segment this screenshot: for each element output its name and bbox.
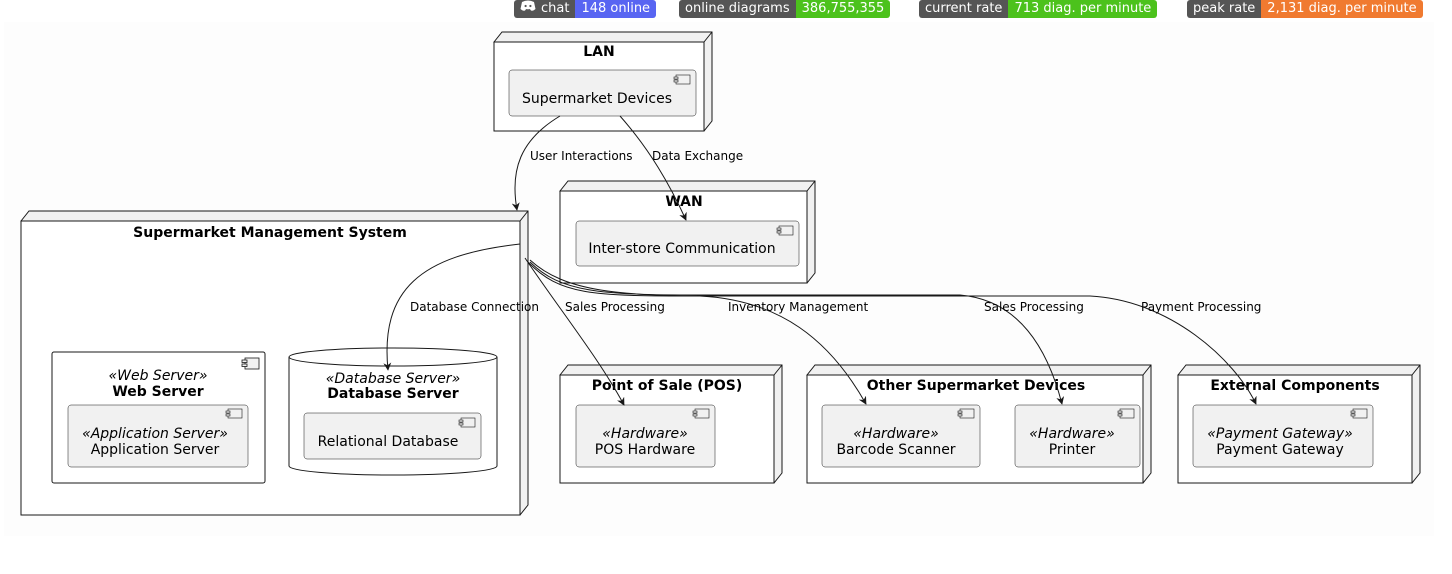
printer-stereotype: «Hardware» [1029, 426, 1114, 442]
printer-component: «Hardware» Printer [1014, 404, 1141, 468]
online-diagrams-label: online diagrams [685, 1, 790, 16]
supermarket-devices-label: Supermarket Devices [522, 91, 672, 107]
edge-label-data-exchange: Data Exchange [652, 149, 743, 163]
chat-badge-value: 148 online [575, 0, 657, 18]
pos-hardware-label: POS Hardware [595, 442, 695, 458]
payment-gateway-component: «Payment Gateway» Payment Gateway [1192, 404, 1374, 468]
lan-node: LAN Supermarket Devices [493, 31, 713, 132]
current-rate-badge[interactable]: current rate 713 diag. per minute [919, 0, 1158, 18]
sms-title: Supermarket Management System [133, 225, 407, 241]
database-server-stereotype: «Database Server» [326, 371, 460, 387]
edge-label-inventory-management: Inventory Management [728, 300, 868, 314]
external-components-node: External Components «Payment Gateway» Pa… [1177, 364, 1421, 484]
component-icon [692, 408, 710, 419]
discord-icon [520, 0, 536, 18]
web-server-title: Web Server [112, 384, 203, 400]
inter-store-communication-component: Inter-store Communication [575, 220, 800, 267]
peak-rate-label: peak rate [1193, 1, 1256, 16]
edge-label-sales-processing-pos: Sales Processing [565, 300, 665, 314]
payment-gateway-label: Payment Gateway [1216, 442, 1344, 458]
chat-badge-label: chat [541, 1, 570, 16]
component-icon [241, 357, 260, 370]
peak-rate-value: 2,131 diag. per minute [1261, 0, 1423, 18]
stats-badges: chat 148 online online diagrams 386,755,… [0, 0, 1452, 18]
application-server-stereotype: «Application Server» [82, 426, 228, 442]
component-icon [957, 408, 975, 419]
component-icon [776, 225, 794, 236]
edge-sales-processing-printer [529, 261, 1065, 405]
edge-sales-processing-pos [524, 257, 625, 406]
peak-rate-badge[interactable]: peak rate 2,131 diag. per minute [1187, 0, 1423, 18]
inter-store-communication-label: Inter-store Communication [588, 241, 775, 257]
online-diagrams-badge[interactable]: online diagrams 386,755,355 [679, 0, 891, 18]
pos-title: Point of Sale (POS) [592, 378, 743, 394]
pos-hardware-component: «Hardware» POS Hardware [575, 404, 716, 468]
edge-data-exchange [619, 115, 687, 221]
other-devices-node: Other Supermarket Devices «Hardware» Bar… [806, 364, 1152, 484]
edge-user-interactions [511, 115, 561, 211]
barcode-scanner-stereotype: «Hardware» [853, 426, 938, 442]
component-icon [1117, 408, 1135, 419]
edge-label-payment-processing: Payment Processing [1141, 300, 1261, 314]
edge-label-database-connection: Database Connection [410, 300, 539, 314]
component-icon [458, 417, 476, 428]
other-devices-title: Other Supermarket Devices [867, 378, 1085, 394]
component-icon [225, 408, 243, 419]
database-server-component: «Database Server» Database Server Relati… [288, 347, 498, 476]
current-rate-value: 713 diag. per minute [1008, 0, 1158, 18]
web-server-component: «Web Server» Web Server «Application Ser… [51, 351, 266, 484]
pos-node: Point of Sale (POS) «Hardware» POS Hardw… [559, 364, 783, 484]
database-server-title: Database Server [327, 386, 458, 402]
edge-label-sales-processing-printer: Sales Processing [984, 300, 1084, 314]
barcode-scanner-label: Barcode Scanner [836, 442, 955, 458]
component-icon [1350, 408, 1368, 419]
edge-database-connection [383, 243, 521, 371]
online-diagrams-value: 386,755,355 [795, 0, 891, 18]
lan-title: LAN [583, 44, 614, 60]
application-server-component: «Application Server» Application Server [67, 404, 249, 468]
printer-label: Printer [1049, 442, 1096, 458]
supermarket-devices-component: Supermarket Devices [508, 69, 697, 117]
web-server-stereotype: «Web Server» [109, 368, 208, 384]
chat-badge[interactable]: chat 148 online [514, 0, 657, 18]
barcode-scanner-component: «Hardware» Barcode Scanner [821, 404, 981, 468]
pos-hardware-stereotype: «Hardware» [602, 426, 687, 442]
current-rate-label: current rate [925, 1, 1003, 16]
component-icon [673, 74, 691, 85]
application-server-label: Application Server [91, 442, 220, 458]
wan-title: WAN [665, 194, 702, 210]
relational-database-label: Relational Database [318, 434, 459, 450]
external-components-title: External Components [1210, 378, 1379, 394]
supermarket-management-system-node: Supermarket Management System «Web Serve… [20, 210, 529, 516]
payment-gateway-stereotype: «Payment Gateway» [1207, 426, 1353, 442]
edge-payment-processing [529, 259, 1257, 405]
wan-node: WAN Inter-store Communication [559, 180, 816, 284]
edge-label-user-interactions: User Interactions [530, 149, 633, 163]
relational-database-component: Relational Database [303, 412, 482, 460]
